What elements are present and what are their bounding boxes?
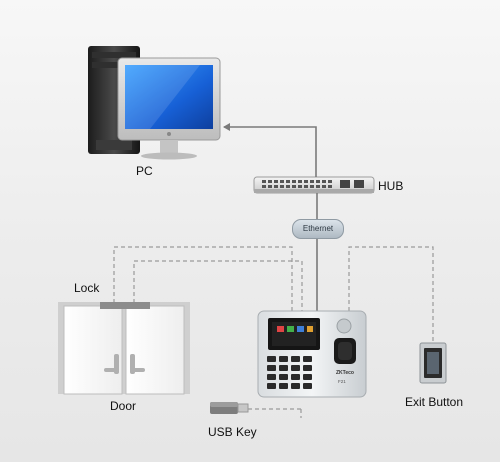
exit-button-label: Exit Button [405, 395, 464, 409]
door-label: Door [110, 399, 137, 413]
hub-icon [253, 176, 375, 194]
ethernet-badge: Ethernet [292, 219, 344, 239]
usb-key-icon [210, 402, 249, 414]
pc-label: PC [136, 164, 153, 178]
pc-hub-link [223, 123, 317, 177]
control-wiring [113, 246, 434, 418]
pc-icon [88, 46, 221, 160]
device-brand-text: ZKTeco [336, 370, 354, 376]
device-model-text: F21 [338, 379, 346, 384]
exit-button-icon [419, 342, 447, 384]
door-icon [58, 302, 190, 395]
terminal-device-icon: ZKTeco F21 [257, 310, 367, 398]
hub-label: HUB [378, 179, 404, 193]
lock-label: Lock [74, 281, 100, 295]
usb-key-label: USB Key [208, 425, 257, 439]
